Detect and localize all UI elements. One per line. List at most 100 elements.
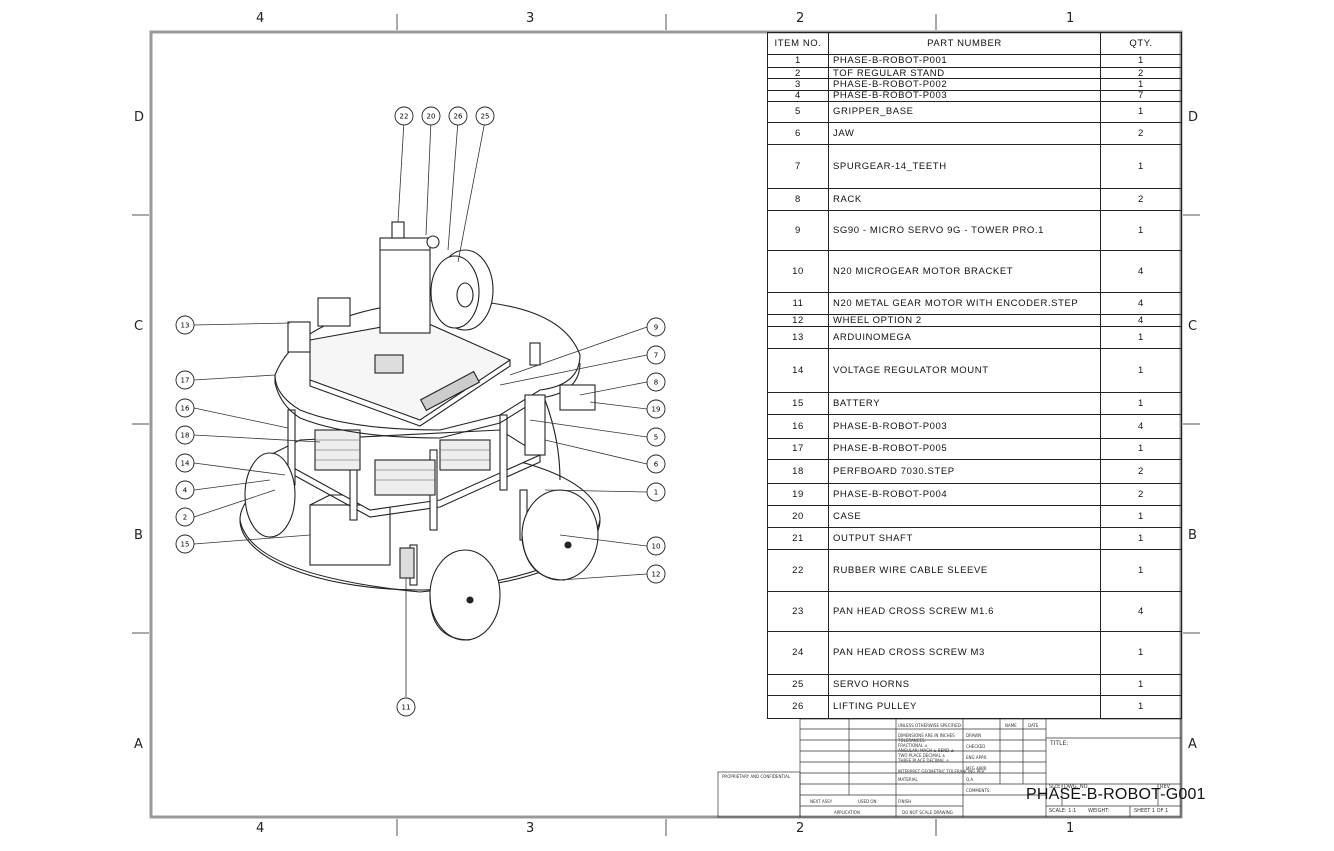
balloon-circle [646,317,666,337]
balloon-callout: 11 [396,697,416,717]
bom-part-number: PHASE-B-ROBOT-P005 [828,437,1101,461]
balloon-callout: 13 [175,315,195,335]
balloon-callout: 8 [646,372,666,392]
balloon-label: 25 [481,113,490,121]
balloon-callout: 17 [175,370,195,390]
bom-item-no: 19 [767,482,829,506]
bom-item-no: 14 [767,348,829,394]
bom-item-no: 23 [767,591,829,633]
balloon-callout: 5 [646,427,666,447]
bom-item-no: 5 [767,100,829,124]
title-block: UNLESS OTHERWISE SPECIFIED: DIMENSIONS A… [718,719,1181,817]
bom-part-number: CASE [828,504,1101,529]
bom-item-no: 18 [767,459,829,484]
tb-name: NAME [1005,723,1017,728]
zone-row-c-right: C [1188,319,1198,334]
bom-qty: 1 [1100,392,1182,415]
bom-item-no: 4 [767,89,829,102]
tb-drawn: DRAWN [966,733,982,738]
bom-item-no: 10 [767,250,829,294]
bom-part-number: PHASE-B-ROBOT-P004 [828,482,1101,506]
tb-fractional: FRACTIONAL ± [898,743,928,748]
bom-qty: 2 [1100,459,1182,484]
bom-header-item: ITEM NO. [767,32,829,55]
title-block-grid [717,718,1182,818]
bom-part-number: PERFBOARD 7030.STEP [828,459,1101,484]
balloon-callout: 7 [646,345,666,365]
tb-interpret: INTERPRET GEOMETRIC TOLERANCING PER: [898,769,986,774]
bom-part-number: SG90 - MICRO SERVO 9G - TOWER PRO.1 [828,210,1101,252]
balloon-label: 8 [654,379,658,387]
bom-qty: 1 [1100,78,1182,91]
balloon-callout: 15 [175,534,195,554]
bom-part-number: PHASE-B-ROBOT-P002 [828,78,1101,91]
bom-qty: 4 [1100,591,1182,633]
balloon-circle [175,315,195,335]
bom-item-no: 8 [767,188,829,212]
bom-part-number: RACK [828,188,1101,212]
balloon-circle [646,536,666,556]
bom-part-number: GRIPPER_BASE [828,100,1101,124]
bom-item-no: 11 [767,292,829,316]
tb-size: SIZE [1049,784,1061,790]
bom-item-no: 1 [767,53,829,69]
balloon-circle [394,106,414,126]
balloon-label: 19 [652,406,661,414]
bom-item-no: 20 [767,504,829,529]
tb-used-on: USED ON [858,799,877,804]
bom-qty: 2 [1100,67,1182,80]
bom-part-number: RUBBER WIRE CABLE SLEEVE [828,548,1101,593]
zone-row-d-left: D [134,110,145,125]
balloon-label: 26 [454,113,463,121]
balloon-label: 13 [181,322,190,330]
bom-qty: 1 [1100,210,1182,252]
bom-part-number: TOF REGULAR STAND [828,67,1101,80]
drawing-number: PHASE-B-ROBOT-G001 [1026,786,1206,803]
balloon-circle [448,106,468,126]
zone-row-a-right: A [1188,737,1197,752]
bom-item-no: 7 [767,144,829,190]
bom-qty: 2 [1100,188,1182,212]
balloon-label: 18 [181,432,190,440]
bom-item-no: 2 [767,67,829,80]
bom-item-no: 16 [767,413,829,439]
balloon-label: 9 [654,324,658,332]
bom-part-number: LIFTING PULLEY [828,695,1101,719]
balloon-circle [475,106,495,126]
balloon-label: 4 [183,487,188,495]
bom-qty: 1 [1100,631,1182,675]
bom-header-part: PART NUMBER [828,32,1101,55]
bom-qty: 1 [1100,695,1182,719]
bom-item-no: 22 [767,548,829,593]
tb-checked: CHECKED [966,744,986,749]
bom-qty: 1 [1100,326,1182,350]
tb-unless: UNLESS OTHERWISE SPECIFIED: [898,723,963,728]
bom-part-number: SPURGEAR-14_TEETH [828,144,1101,190]
balloon-callout: 9 [646,317,666,337]
zone-col-1-bottom: 1 [1066,821,1075,836]
balloon-circle [646,372,666,392]
balloon-callout: 12 [646,564,666,584]
balloon-callout: 19 [646,399,666,419]
balloon-label: 12 [652,571,661,579]
balloon-label: 14 [181,460,190,468]
tb-date: DATE [1028,723,1039,728]
bom-part-number: OUTPUT SHAFT [828,527,1101,550]
balloon-callout: 25 [475,106,495,126]
tb-do-not-scale: DO NOT SCALE DRAWING [902,810,953,815]
balloon-callout: 18 [175,425,195,445]
balloon-label: 15 [181,541,190,549]
bom-part-number: PHASE-B-ROBOT-P003 [828,89,1101,102]
tb-sheet: SHEET 1 OF 1 [1134,808,1169,814]
tb-three-place: THREE PLACE DECIMAL ± [898,758,950,763]
bom-part-number: N20 MICROGEAR MOTOR BRACKET [828,250,1101,294]
zone-row-d-right: D [1188,110,1199,125]
balloon-callout: 14 [175,453,195,473]
tb-two-place: TWO PLACE DECIMAL ± [898,753,946,758]
balloon-circle [175,453,195,473]
